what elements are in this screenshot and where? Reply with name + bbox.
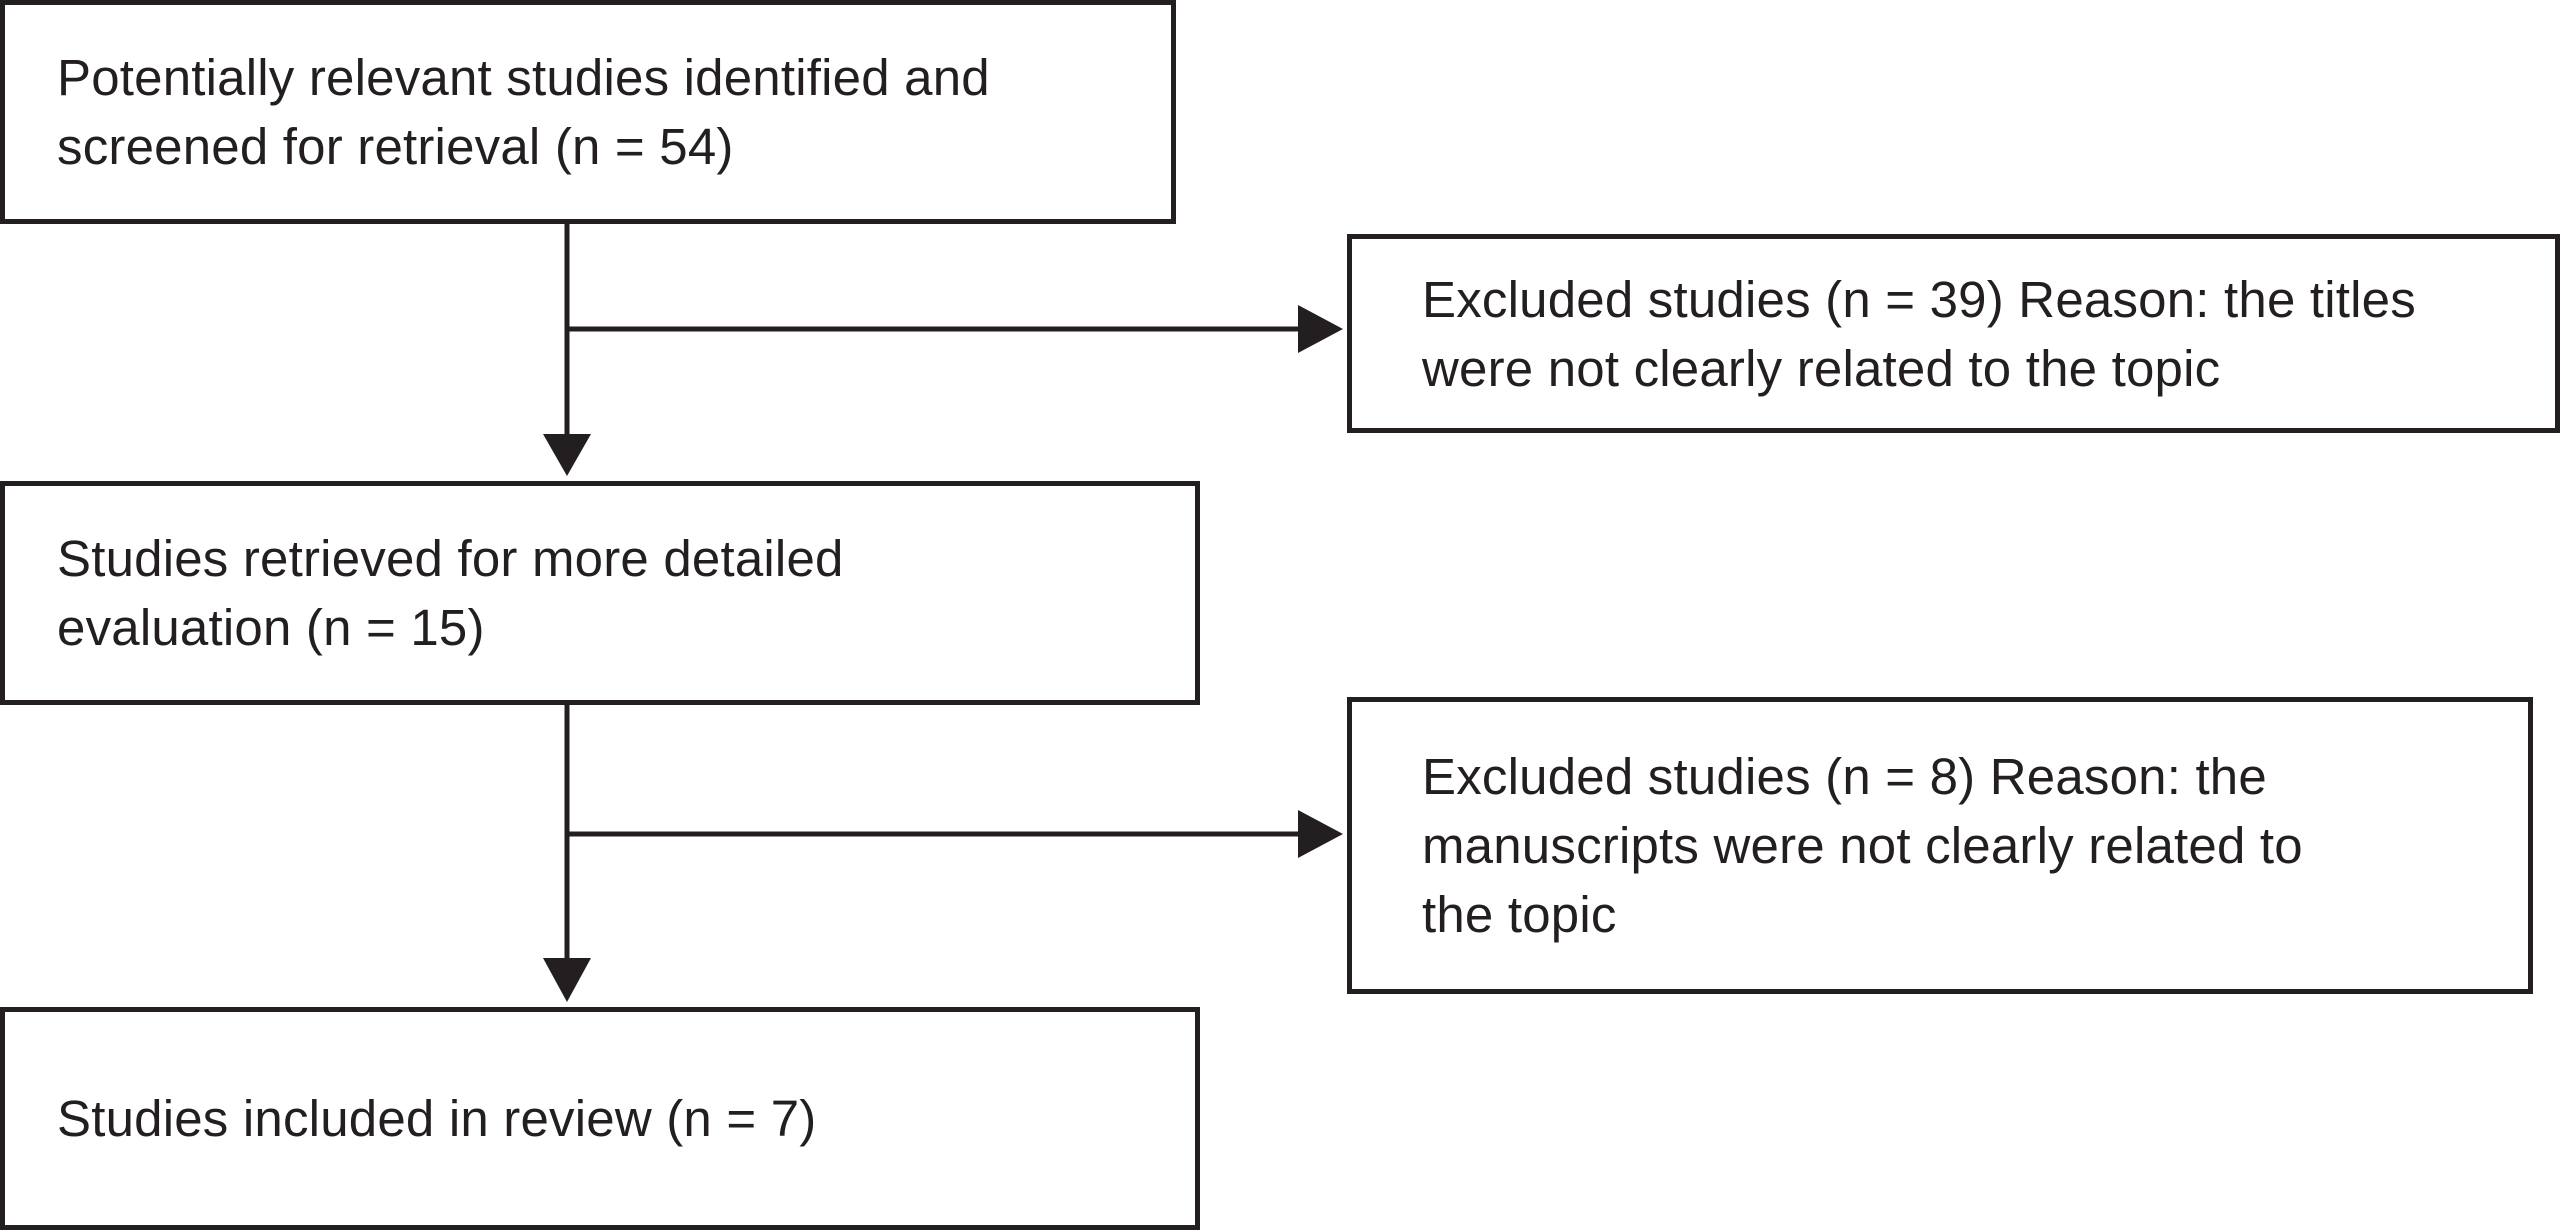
box-studies-identified-text: Potentially relevant studies identified … [57, 43, 990, 181]
box-excluded-manuscripts: Excluded studies (n = 8) Reason: the man… [1347, 697, 2533, 994]
box-text-line: manuscripts were not clearly related to [1422, 817, 2303, 874]
box-text-line: the topic [1422, 886, 1617, 943]
arrow-right-to-excluded-titles [1298, 305, 1343, 353]
box-excluded-manuscripts-text: Excluded studies (n = 8) Reason: the man… [1422, 742, 2303, 949]
box-text-line: Excluded studies (n = 39) Reason: the ti… [1422, 270, 2416, 328]
box-studies-retrieved-text: Studies retrieved for more detailed eval… [57, 524, 844, 662]
box-studies-included: Studies included in review (n = 7) [0, 1007, 1200, 1230]
arrow-right-to-excluded-manuscripts [1298, 810, 1343, 858]
box-excluded-titles-text: Excluded studies (n = 39) Reason: the ti… [1422, 265, 2416, 403]
box-studies-identified: Potentially relevant studies identified … [0, 0, 1176, 224]
box-text-line: Excluded studies (n = 8) Reason: the [1422, 748, 2267, 805]
box-studies-retrieved: Studies retrieved for more detailed eval… [0, 481, 1200, 705]
box-text-line: Studies included in review (n = 7) [57, 1090, 817, 1147]
box-text-line: Studies retrieved for more detailed [57, 530, 844, 587]
arrow-down-to-retrieved [543, 434, 591, 476]
box-text-line: evaluation (n = 15) [57, 599, 485, 656]
box-text-line: screened for retrieval (n = 54) [57, 118, 734, 175]
box-studies-included-text: Studies included in review (n = 7) [57, 1084, 816, 1153]
box-excluded-titles: Excluded studies (n = 39) Reason: the ti… [1347, 234, 2560, 433]
arrow-down-to-included [543, 958, 591, 1002]
box-text-line: Potentially relevant studies identified … [57, 49, 990, 106]
box-text-line: were not clearly related to the topic [1422, 339, 2221, 397]
